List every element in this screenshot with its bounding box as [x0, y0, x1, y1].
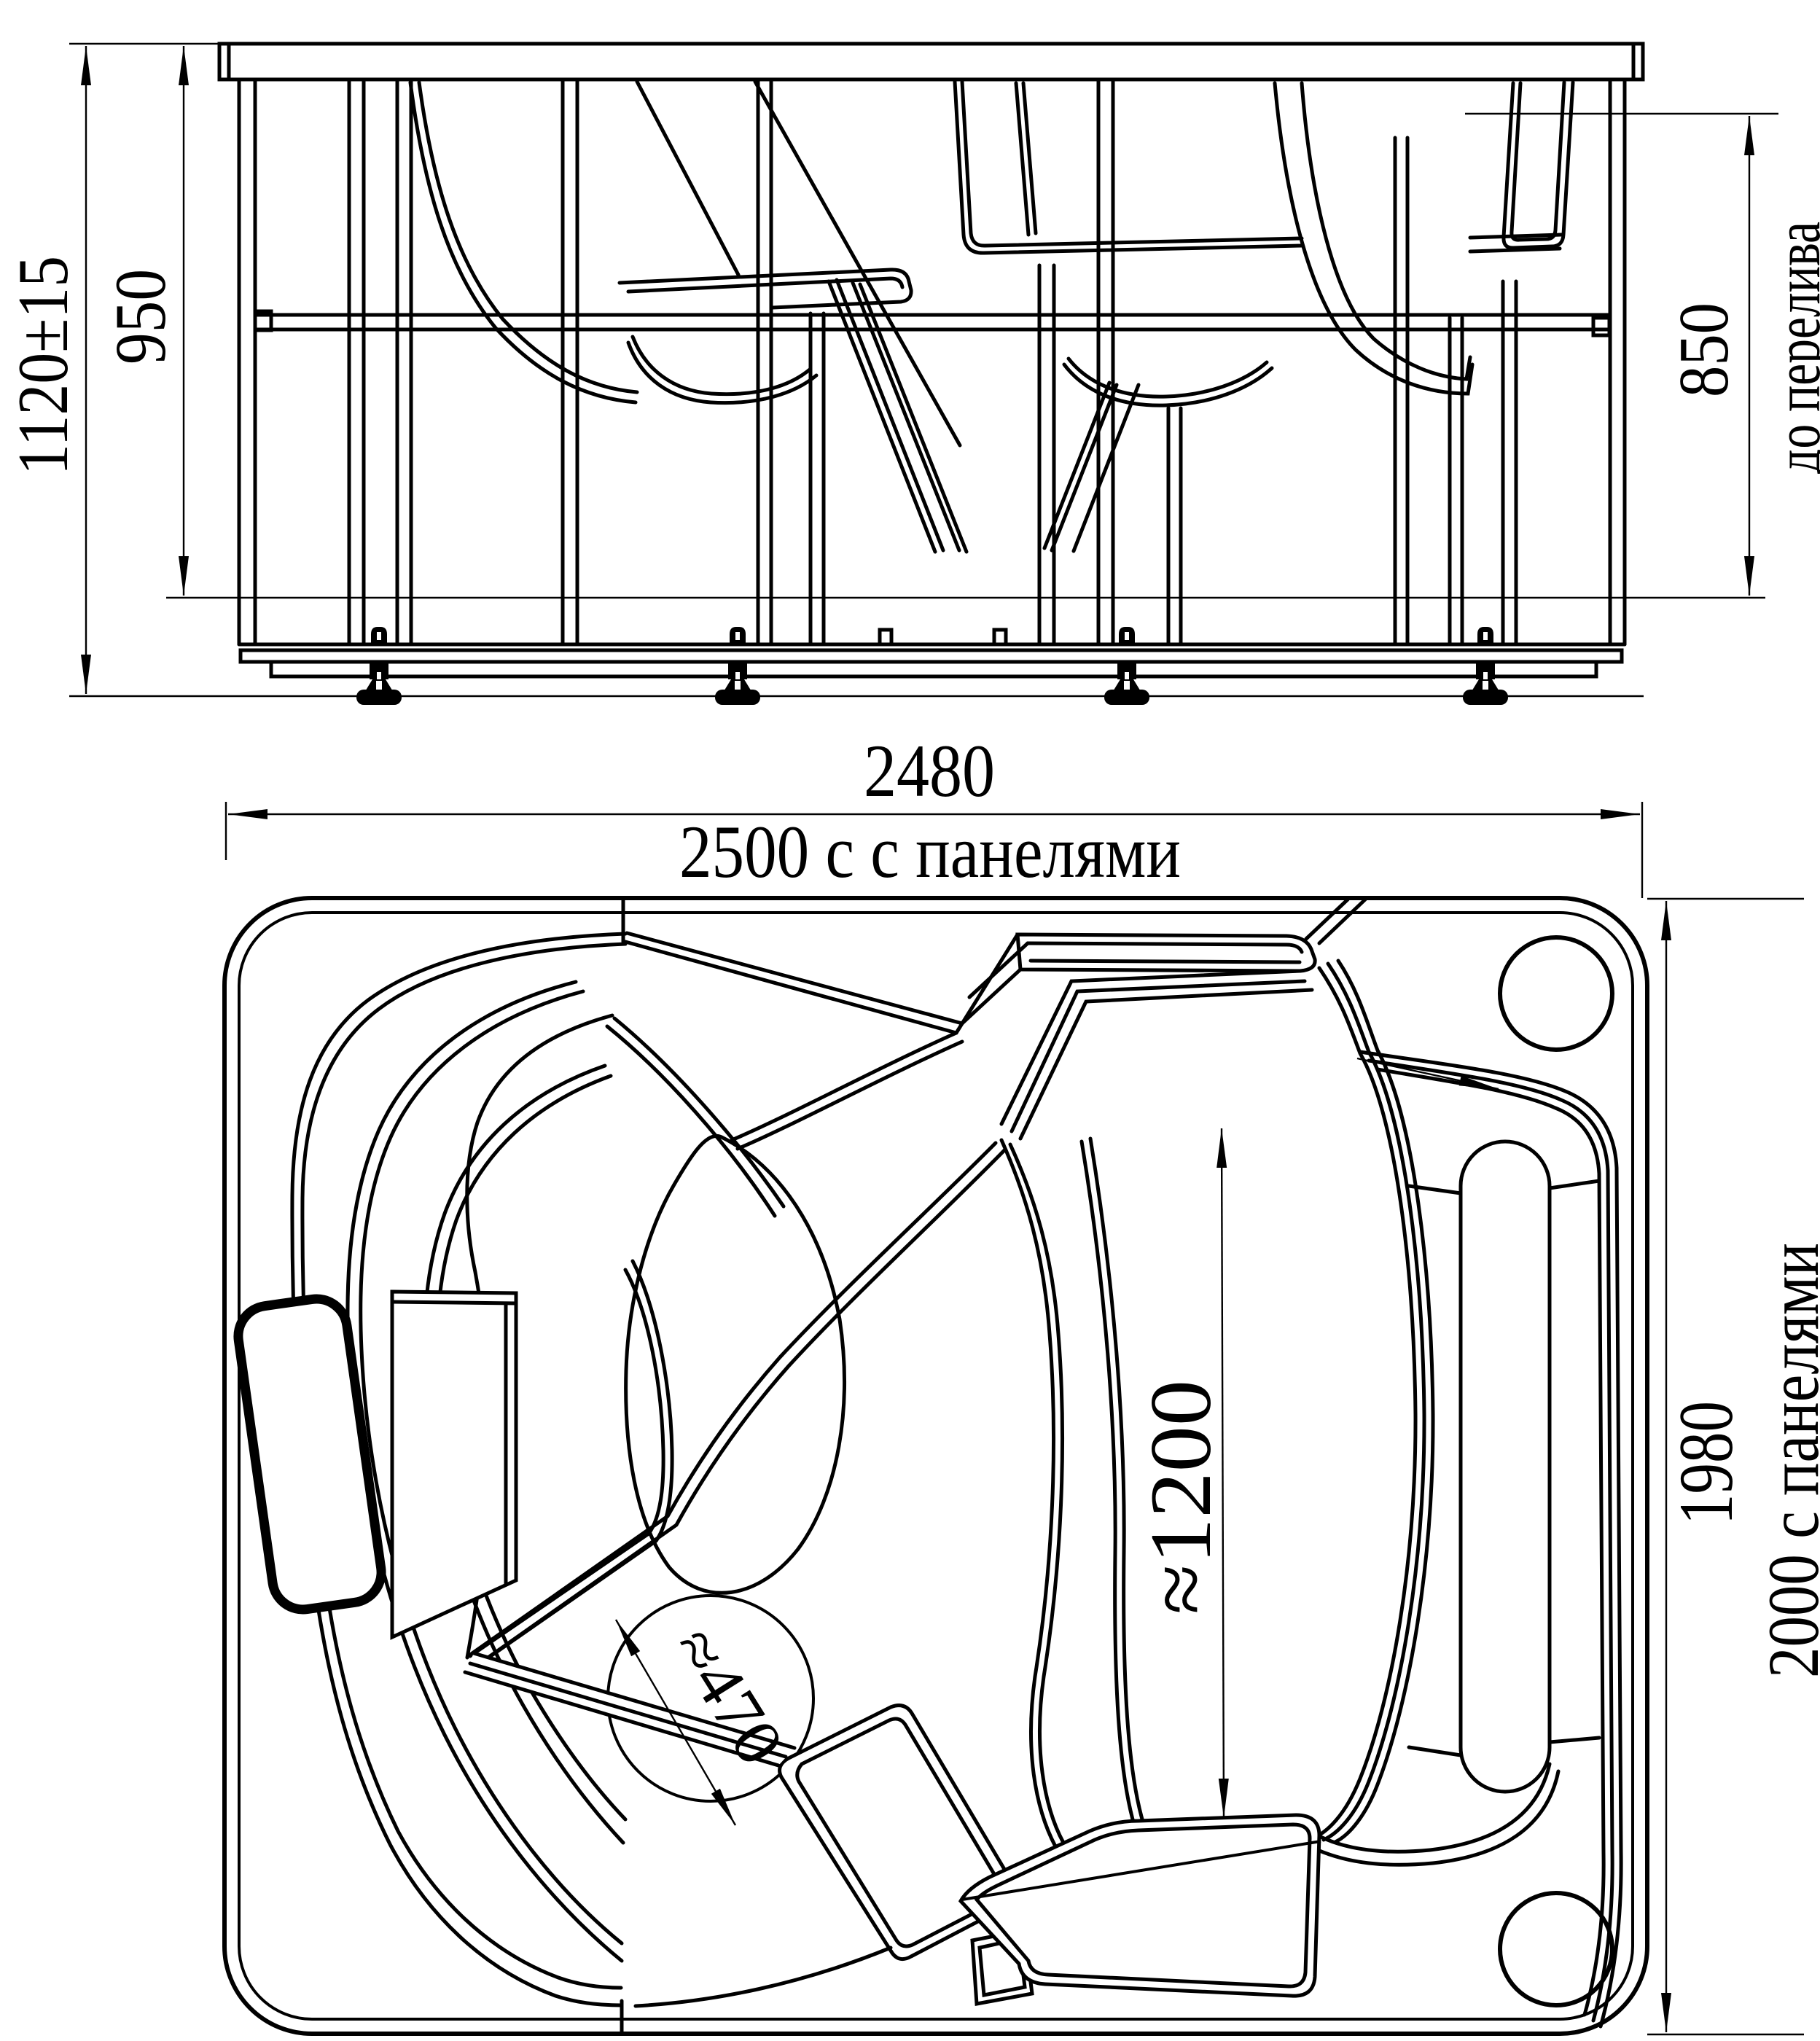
svg-text:950: 950 [100, 269, 181, 364]
svg-text:2480: 2480 [864, 730, 995, 813]
svg-text:≈1200: ≈1200 [1132, 1380, 1229, 1615]
svg-text:до перелива: до перелива [1763, 222, 1820, 474]
svg-text:850: 850 [1665, 303, 1743, 397]
svg-text:1120±15: 1120±15 [4, 256, 83, 475]
svg-text:2000 с панелями: 2000 с панелями [1753, 1243, 1820, 1678]
svg-text:1980: 1980 [1663, 1401, 1749, 1525]
svg-text:2500 с с панелями: 2500 с с панелями [679, 811, 1181, 894]
